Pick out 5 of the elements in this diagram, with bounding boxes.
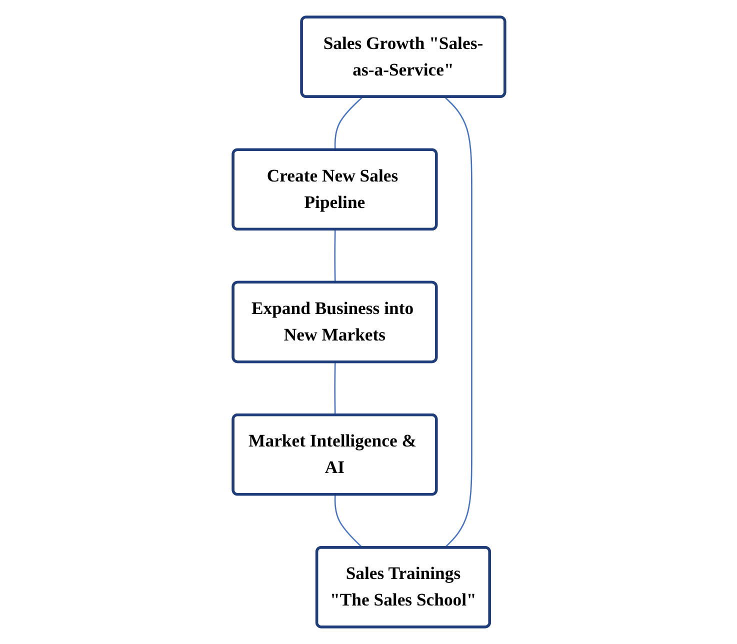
connector [444,96,472,548]
connector [334,362,336,416]
connector [334,96,363,150]
connector [334,230,336,283]
connector [334,494,363,548]
